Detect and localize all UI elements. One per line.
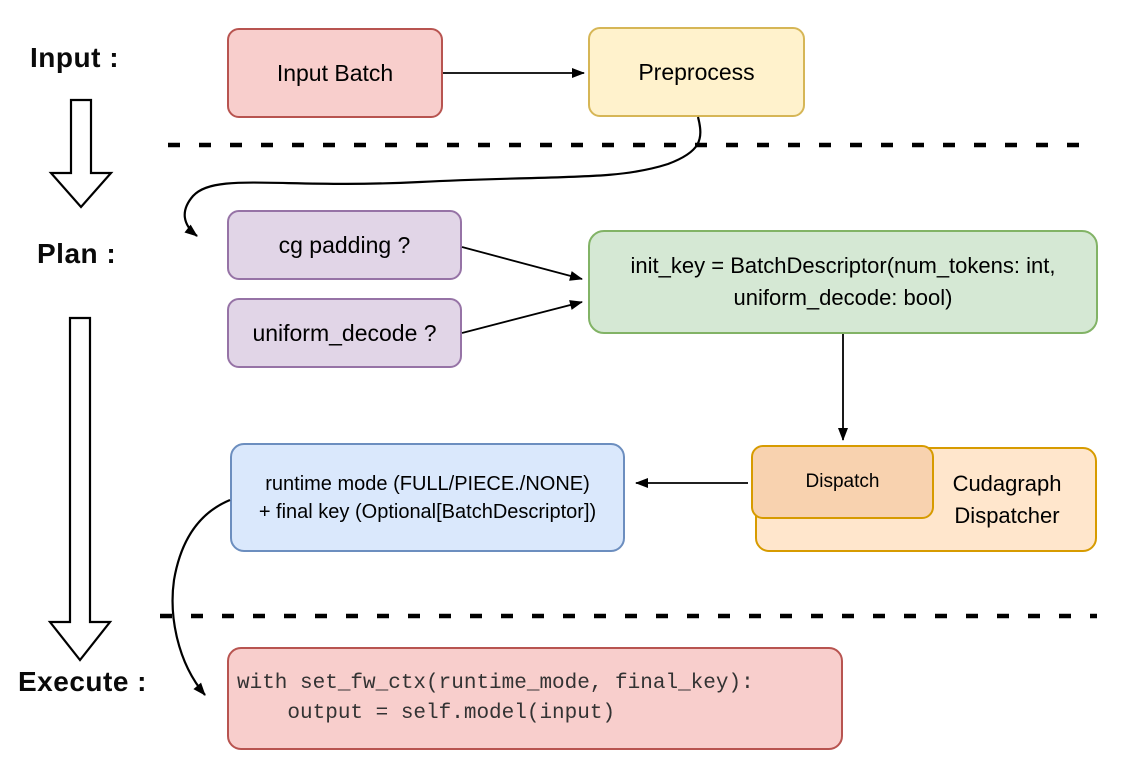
input-batch-node: Input Batch	[227, 28, 443, 118]
cudagraph-dispatcher-line1: Cudagraph	[952, 470, 1062, 496]
preprocess-node: Preprocess	[588, 27, 805, 117]
arrow-uniform-decode-to-init-key	[461, 300, 583, 334]
cg-padding-node: cg padding ?	[227, 210, 462, 280]
uniform-decode-node: uniform_decode ?	[227, 298, 462, 368]
runtime-mode-line2: + final key (Optional[BatchDescriptor])	[258, 500, 597, 523]
init-key-node: init_key = BatchDescriptor(num_tokens: i…	[588, 230, 1098, 334]
init-key-line2: uniform_decode: bool)	[733, 285, 953, 310]
input-to-plan-arrow-icon	[48, 98, 114, 209]
execute-code-node: with set_fw_ctx(runtime_mode, final_key)…	[227, 647, 843, 750]
init-key-line1: init_key = BatchDescriptor(num_tokens: i…	[630, 253, 1056, 278]
arrow-cg-padding-to-init-key	[461, 246, 583, 281]
preprocess-label: Preprocess	[638, 58, 755, 85]
cudagraph-dispatcher-line2: Dispatcher	[954, 502, 1060, 528]
arrow-runtime-mode-to-execute-code	[171, 498, 231, 696]
input-batch-label: Input Batch	[276, 59, 394, 86]
dispatch-node: Dispatch	[751, 445, 934, 519]
dispatch-label: Dispatch	[805, 471, 880, 493]
runtime-mode-node: runtime mode (FULL/PIECE./NONE) + final …	[230, 443, 625, 552]
uniform-decode-label: uniform_decode ?	[252, 319, 437, 346]
stage-label-input: Input :	[30, 42, 120, 73]
execute-code-line2: output = self.model(input)	[237, 701, 616, 725]
plan-to-execute-arrow-icon	[47, 316, 113, 662]
execute-code-line1: with set_fw_ctx(runtime_mode, final_key)…	[237, 671, 754, 695]
stage-label-plan: Plan :	[37, 238, 117, 269]
cg-padding-label: cg padding ?	[278, 231, 411, 258]
stage-label-execute: Execute :	[18, 666, 147, 697]
runtime-mode-line1: runtime mode (FULL/PIECE./NONE)	[265, 472, 590, 495]
